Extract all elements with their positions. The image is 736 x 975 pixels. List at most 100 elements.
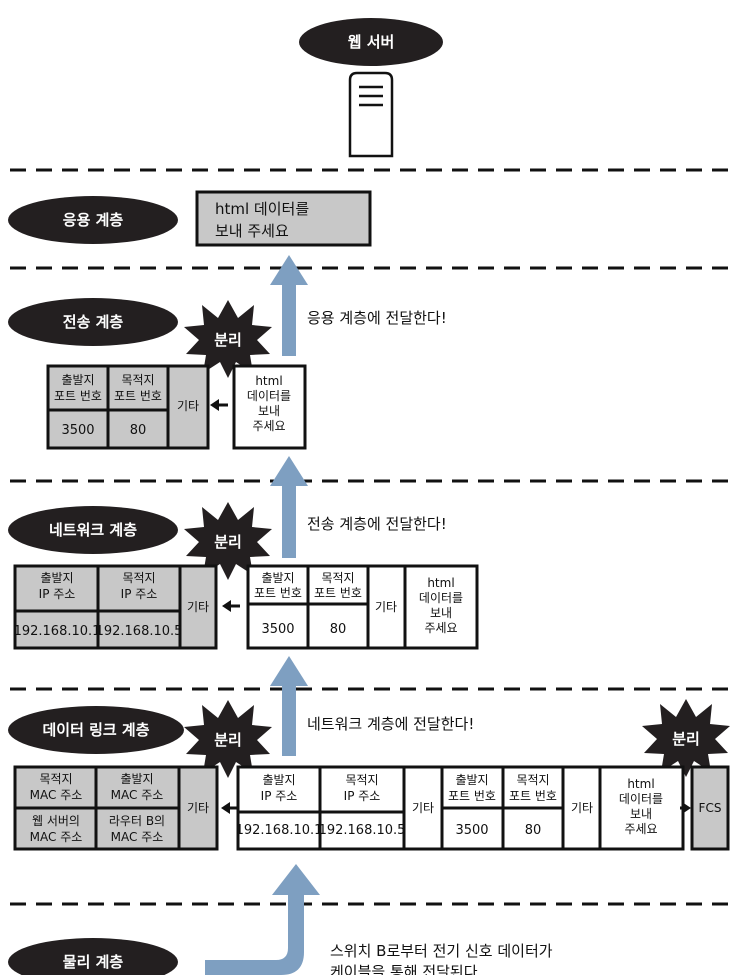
physical-layer-pill	[8, 938, 178, 975]
dst-ip-label-2: IP 주소	[344, 789, 381, 803]
separate-label: 분리	[672, 730, 700, 748]
application-layer-label: 응용 계층	[63, 211, 124, 229]
arrow-left-icon	[221, 802, 238, 814]
caption-to-network: 네트워크 계층에 전달한다!	[307, 715, 474, 733]
arrow-right-icon	[680, 802, 691, 814]
src-ip-label-2: IP 주소	[39, 587, 76, 601]
payload-line: 보내	[258, 404, 280, 418]
server-pill	[299, 18, 443, 66]
datalink-header: 목적지 MAC 주소 출발지 MAC 주소 웹 서버의 MAC 주소 라우터 B…	[13, 765, 219, 851]
caption-to-application: 응용 계층에 전달한다!	[307, 309, 447, 327]
separate-label: 분리	[214, 331, 242, 349]
arrow-up-icon	[270, 456, 308, 558]
other-label: 기타	[571, 801, 593, 815]
dst-mac-value-1: 웹 서버의	[32, 814, 80, 828]
dst-port-value: 80	[130, 423, 147, 438]
src-port-value: 3500	[455, 823, 488, 838]
burst-icon: 분리	[184, 502, 272, 580]
physical-layer-label: 물리 계층	[63, 953, 124, 971]
payload-line: html	[427, 576, 454, 590]
burst-icon: 분리	[642, 699, 730, 777]
src-ip-value: 192.168.10.1	[236, 823, 323, 838]
network-layer-label: 네트워크 계층	[49, 521, 137, 539]
other-label: 기타	[375, 600, 397, 614]
payload-line: 보내	[430, 606, 452, 620]
src-mac-value-1: 라우터 B의	[109, 814, 165, 828]
caption-physical-line1: 스위치 B로부터 전기 신호 데이터가	[330, 942, 553, 960]
caption-physical-line2: 케이블을 통해 전달된다	[330, 963, 478, 975]
src-ip-value: 192.168.10.1	[14, 624, 101, 639]
fcs-trailer: FCS	[690, 765, 730, 851]
src-port-label-1: 출발지	[61, 373, 94, 387]
src-mac-label-1: 출발지	[120, 772, 153, 786]
separate-label: 분리	[214, 533, 242, 551]
dst-mac-label-2: MAC 주소	[30, 788, 83, 802]
transport-layer-pill	[8, 298, 178, 346]
layer-separators	[10, 168, 730, 906]
fcs-label: FCS	[699, 801, 722, 815]
other-label: 기타	[177, 399, 199, 413]
dst-mac-value-2: MAC 주소	[30, 830, 83, 844]
arrow-up-icon	[270, 255, 308, 356]
src-ip-label-1: 출발지	[40, 571, 73, 585]
dst-ip-label-1: 목적지	[122, 571, 155, 585]
burst-icon: 분리	[184, 300, 272, 378]
src-ip-label-2: IP 주소	[261, 789, 298, 803]
payload-line: 주세요	[424, 621, 457, 635]
dst-port-label-1: 목적지	[516, 773, 549, 787]
datalink-layer-label: 데이터 링크 계층	[42, 721, 149, 739]
payload-line: 주세요	[252, 419, 285, 433]
payload-line: 데이터를	[419, 591, 463, 605]
src-port-label-1: 출발지	[455, 773, 488, 787]
arrow-up-icon	[270, 656, 308, 756]
src-port-label-2: 포트 번호	[254, 586, 302, 600]
dst-port-label-2: 포트 번호	[314, 586, 362, 600]
burst-icon: 분리	[184, 700, 272, 778]
dst-mac-label-1: 목적지	[39, 772, 72, 786]
payload-line: 데이터를	[619, 792, 663, 806]
dst-port-label-2: 포트 번호	[114, 389, 162, 403]
payload-line: html	[627, 777, 654, 791]
network-layer-pill	[8, 506, 178, 554]
src-port-value: 3500	[261, 622, 294, 637]
dst-ip-value: 192.168.10.5	[96, 624, 183, 639]
src-port-value: 3500	[61, 423, 94, 438]
dst-port-value: 80	[330, 622, 347, 637]
datalink-payload: 출발지 IP 주소 목적지 IP 주소 192.168.10.1 192.168…	[236, 765, 685, 851]
payload-line: 데이터를	[247, 389, 291, 403]
network-header: 출발지 IP 주소 목적지 IP 주소 192.168.10.1 192.168…	[13, 564, 218, 650]
payload-line: 보내	[630, 807, 652, 821]
src-ip-label-1: 출발지	[262, 773, 295, 787]
other-label: 기타	[187, 801, 209, 815]
payload-line: html	[255, 374, 282, 388]
server-icon	[348, 71, 394, 158]
app-data-box	[195, 190, 372, 247]
dst-ip-value: 192.168.10.5	[319, 823, 406, 838]
web-server: 웹 서버	[299, 18, 443, 158]
dst-port-label-1: 목적지	[121, 373, 154, 387]
src-port-label-2: 포트 번호	[448, 789, 496, 803]
transport-layer-label: 전송 계층	[63, 313, 124, 331]
application-layer-pill	[8, 196, 178, 244]
arrow-left-icon	[222, 600, 240, 612]
src-port-label-1: 출발지	[261, 571, 294, 585]
src-mac-label-2: MAC 주소	[111, 788, 164, 802]
app-data-line1: html 데이터를	[215, 200, 309, 218]
dst-port-value: 80	[525, 823, 542, 838]
arrow-up-icon	[205, 864, 320, 975]
arrow-left-icon	[210, 399, 228, 411]
server-label: 웹 서버	[348, 33, 395, 51]
network-payload: 출발지 포트 번호 목적지 포트 번호 3500 80 기타 html 데이터를…	[246, 564, 479, 650]
payload-line: 주세요	[624, 822, 657, 836]
app-data-line2: 보내 주세요	[215, 222, 289, 240]
dst-port-label-2: 포트 번호	[509, 789, 557, 803]
other-label: 기타	[187, 600, 209, 614]
separate-label: 분리	[214, 731, 242, 749]
src-mac-value-2: MAC 주소	[111, 830, 164, 844]
transport-payload: html 데이터를 보내 주세요	[232, 364, 307, 450]
dst-ip-label-1: 목적지	[345, 773, 378, 787]
src-port-label-2: 포트 번호	[54, 389, 102, 403]
dst-ip-label-2: IP 주소	[121, 587, 158, 601]
dst-port-label-1: 목적지	[321, 571, 354, 585]
